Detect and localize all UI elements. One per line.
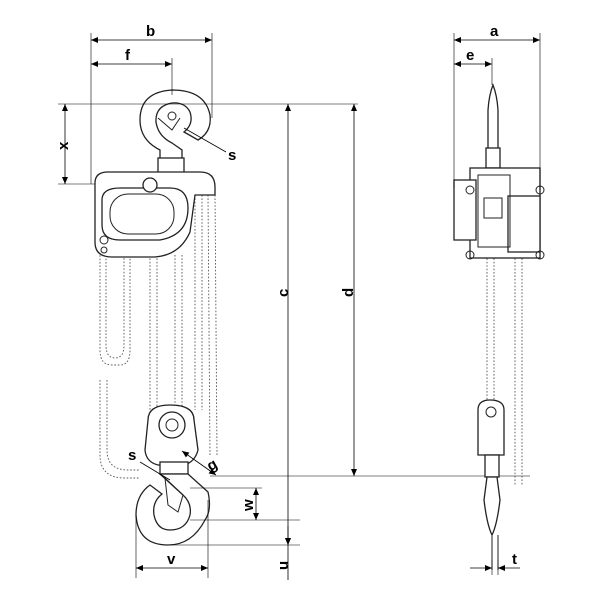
label-u: u bbox=[275, 561, 292, 570]
hand-chain bbox=[99, 245, 140, 479]
front-view: b f x s c d s g w v u bbox=[55, 23, 530, 580]
side-hoist-body bbox=[453, 167, 545, 260]
top-hook bbox=[139, 89, 211, 161]
label-d: d bbox=[340, 288, 357, 297]
label-s-bottom: s bbox=[128, 447, 136, 464]
label-b: b bbox=[146, 23, 155, 40]
side-extension-lines bbox=[453, 33, 541, 575]
label-v: v bbox=[167, 551, 176, 568]
hoist-body bbox=[94, 171, 216, 258]
label-s-top: s bbox=[228, 147, 236, 164]
label-x: x bbox=[55, 141, 72, 150]
front-extension-lines bbox=[58, 33, 530, 578]
label-w: w bbox=[240, 499, 257, 512]
load-chain bbox=[149, 194, 218, 456]
bottom-block bbox=[144, 404, 199, 475]
side-bottom-block bbox=[477, 399, 505, 570]
label-g: g bbox=[204, 456, 220, 475]
label-a: a bbox=[490, 23, 499, 40]
dim-g-line bbox=[181, 450, 217, 476]
side-top-hook bbox=[485, 83, 501, 169]
label-e: e bbox=[466, 47, 474, 64]
label-c: c bbox=[275, 289, 292, 297]
label-f: f bbox=[125, 47, 131, 64]
side-view: a e t bbox=[453, 23, 545, 575]
s-top-leader bbox=[183, 127, 227, 153]
bottom-hook bbox=[135, 473, 211, 546]
label-t: t bbox=[512, 551, 517, 568]
s-bottom-leader bbox=[139, 461, 171, 481]
